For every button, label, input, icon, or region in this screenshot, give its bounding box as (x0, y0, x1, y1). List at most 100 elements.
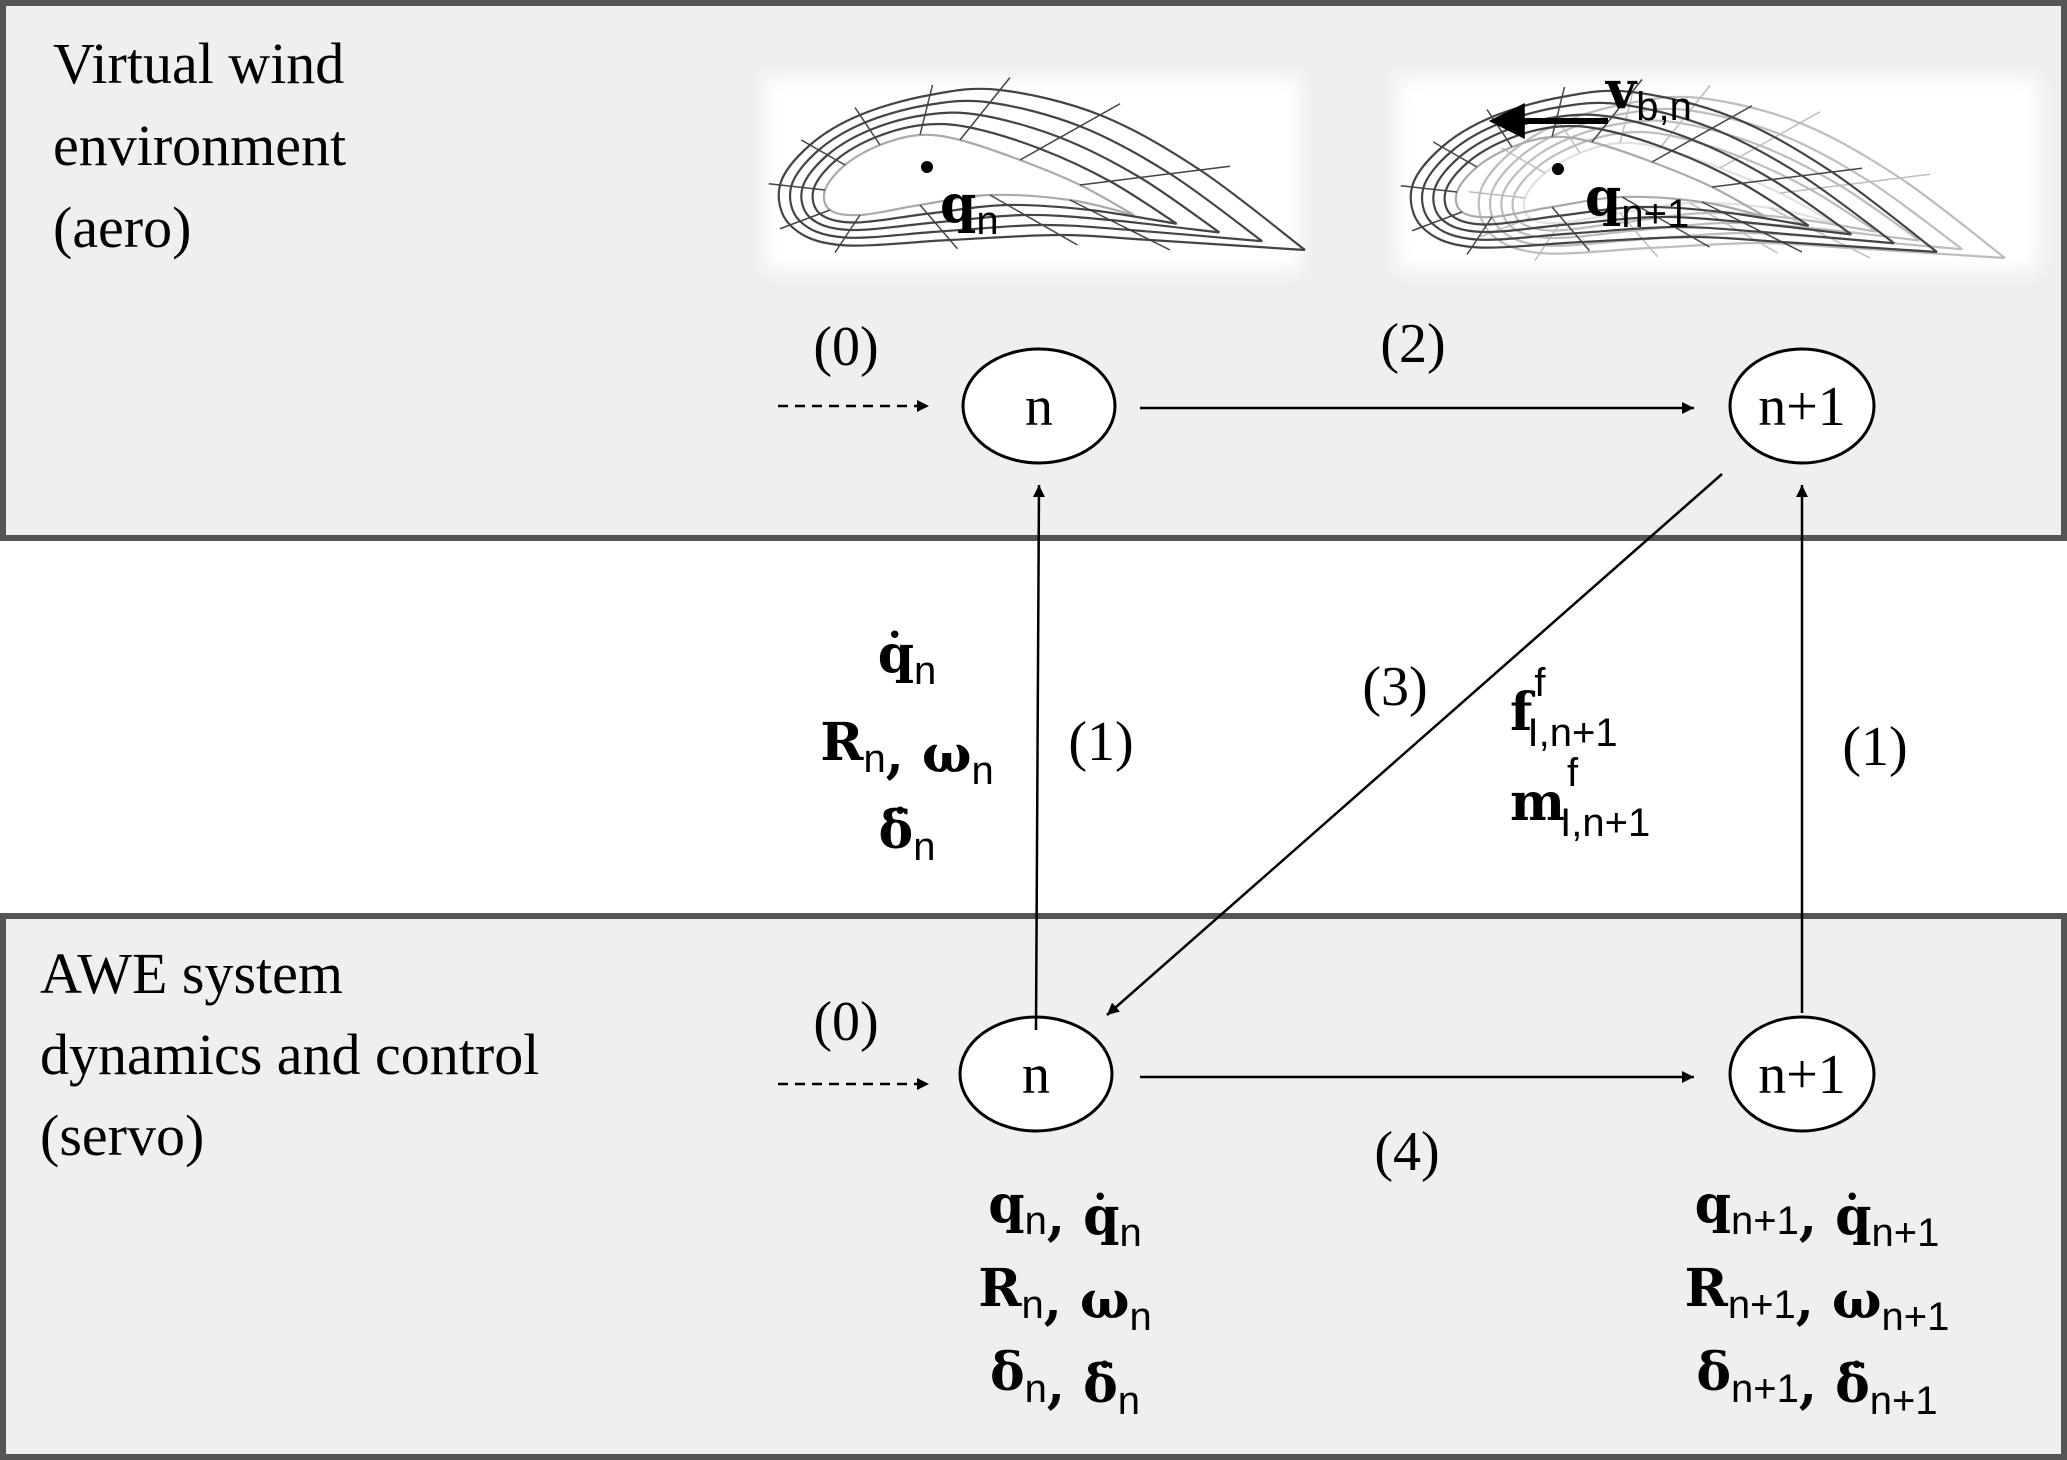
mesh-layer (1477, 95, 2006, 260)
mesh-radial-line (1411, 211, 1463, 232)
mesh-radial-line (1534, 222, 1561, 261)
mesh-layer (1511, 130, 1878, 233)
mesh-radial-line (919, 204, 959, 250)
label-v-b-n: vb,n (1605, 60, 1692, 129)
formula-line: qn+1, q̇n+1 (1695, 1174, 1940, 1255)
formula-subscript: n+1 (1731, 1367, 1799, 1411)
formula-symbol: q̇ (878, 624, 914, 685)
formula-subscript: n (864, 737, 886, 781)
formula-subscript: n+1 (1870, 1379, 1938, 1423)
formula-line: Rn, ωn (978, 1258, 1151, 1339)
formula-subscript: n (1129, 1295, 1151, 1339)
formula-symbol: q (988, 1174, 1024, 1235)
formula-symbol: , ω (1044, 1270, 1130, 1331)
airfoil-mesh-n1 (1400, 79, 1938, 255)
formula-line: qn, q̇n (988, 1174, 1141, 1255)
servo-panel-label: AWE system dynamics and control (servo) (40, 941, 554, 1168)
node-aero-n (961, 347, 1117, 465)
formula-subscript: b,n (1636, 85, 1692, 129)
formula-symbol: δ (990, 1342, 1025, 1403)
reference-point-n1 (1552, 163, 1564, 175)
mesh-radial-line (779, 209, 831, 230)
mesh-radial-line (1591, 79, 1643, 143)
mesh-radial-line (1651, 105, 1753, 163)
formula-symbol: v (1605, 60, 1638, 121)
formula-line: qn+1 (1585, 167, 1689, 236)
formula-superscript: f (1567, 751, 1579, 795)
formula-subscript: n (913, 825, 935, 869)
formula-symbol: m (1510, 772, 1565, 833)
mesh-radial-line (1551, 86, 1566, 138)
mesh-layer (1522, 141, 1835, 225)
formula-line: qn (940, 174, 999, 243)
mesh-radial-line (1466, 216, 1493, 255)
formula-line: δ̇n (879, 800, 936, 869)
formula-subscript: n (1025, 1199, 1047, 1243)
formula-superscript: f (1534, 661, 1546, 705)
formula-subscript: n+1 (1871, 1211, 1939, 1255)
step-up-left: (1) (1068, 711, 1133, 773)
mesh-radial-line (1711, 167, 1863, 188)
mesh-radial-line (919, 84, 934, 136)
mesh-radial-line (1659, 85, 1711, 149)
label-q-n1: qn+1 (1585, 167, 1689, 236)
mesh-radial-line (1779, 173, 1931, 194)
mesh-radial-line (1500, 147, 1546, 174)
node-servo-n1 (1728, 1015, 1876, 1133)
formula-symbol: δ (1696, 1342, 1731, 1403)
mesh-radial-line (834, 214, 861, 253)
step-aero-init: (0) (813, 316, 878, 378)
formula-symbol: , ω (1796, 1270, 1882, 1331)
aero-panel-label: Virtual wind environment (aero) (53, 31, 361, 260)
label-q-n: qn (940, 174, 999, 243)
formula-subscript: n (1025, 1367, 1047, 1411)
formula-servo-n1: qn+1, q̇n+1Rn+1, ωn+1δn+1, δ̇n+1 (1685, 1174, 1950, 1423)
airfoil-image-n-bg (765, 78, 1300, 270)
mesh-radial-line (1400, 185, 1458, 193)
mesh-radial-line (768, 183, 826, 191)
mesh-radial-line (1019, 103, 1121, 161)
formula-subscript: n (976, 199, 998, 243)
mesh-radial-line (1621, 196, 1710, 248)
mesh-radial-line (854, 107, 881, 146)
mesh-layer (777, 87, 1306, 252)
mesh-radial-line (1468, 191, 1526, 199)
formula-line: Rn, ωn (820, 712, 993, 793)
step-up-right: (1) (1842, 716, 1907, 778)
node-aero-n1 (1728, 347, 1876, 465)
formula-subscript: n+1 (1728, 1283, 1796, 1327)
formula-symbol: , q̇ (1047, 1186, 1120, 1247)
formula-symbol: , ω (886, 724, 972, 785)
mesh-radial-line (1769, 207, 1871, 259)
servo-panel (0, 913, 2067, 1460)
mesh-layer (822, 133, 1135, 217)
mesh-layer (1488, 107, 1963, 251)
mesh-radial-line (959, 77, 1011, 141)
formula-symbol: R (820, 712, 864, 773)
formula-symbol: R (1685, 1258, 1729, 1319)
formula-subscript: n (914, 649, 936, 693)
node-servo-n-label: n (1022, 1044, 1050, 1106)
mesh-radial-line (989, 194, 1078, 246)
airfoil-image-n1-bg (1398, 78, 2038, 270)
node-aero-n1-label: n+1 (1758, 376, 1846, 438)
mesh-layer (1454, 135, 1767, 219)
formula-subscript: n+1 (1621, 192, 1689, 236)
formula-symbol: q (1585, 167, 1621, 228)
mesh-radial-line (1689, 202, 1778, 254)
formula-line: δn, δ̇n (990, 1342, 1140, 1423)
formula-subscript: n+1 (1731, 1199, 1799, 1243)
step-servo-init: (0) (813, 991, 878, 1053)
mesh-radial-line (1701, 201, 1803, 253)
formula-symbol: , q̇ (1799, 1186, 1872, 1247)
step-servo-advance: (4) (1374, 1121, 1439, 1183)
mesh-radial-line (1551, 206, 1591, 252)
formula-symbol: f (1510, 682, 1536, 743)
step-diagonal: (3) (1362, 656, 1427, 718)
formula-symbol: , δ̇ (1799, 1354, 1870, 1415)
arrow-up-left (1032, 484, 1045, 1031)
step-aero-advance: (2) (1380, 313, 1445, 375)
